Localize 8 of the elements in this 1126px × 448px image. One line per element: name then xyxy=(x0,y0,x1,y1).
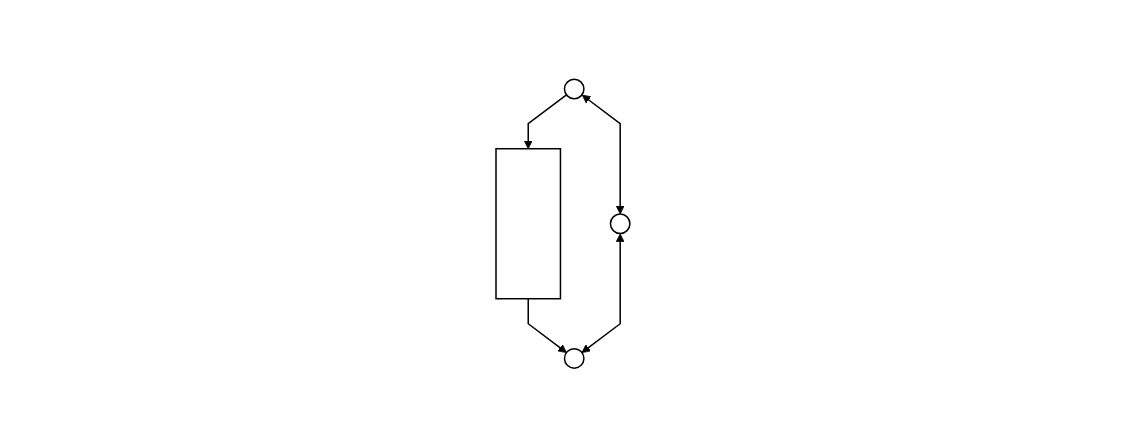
arrow xyxy=(527,298,567,354)
arrow xyxy=(523,94,568,150)
node-circle xyxy=(563,78,585,100)
node-circle xyxy=(563,348,585,370)
arrow xyxy=(581,94,625,215)
arrow xyxy=(581,233,625,354)
node-box xyxy=(495,148,562,300)
node-circle xyxy=(609,213,631,235)
